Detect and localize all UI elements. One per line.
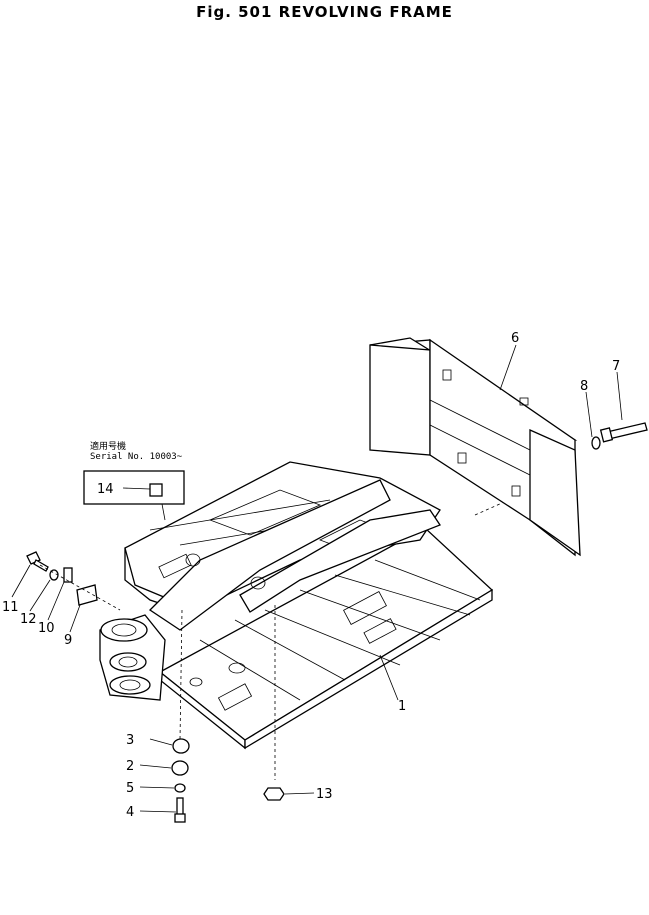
cap-3 (172, 738, 190, 754)
revolving-frame (99, 461, 521, 780)
callout-8: 8 (580, 379, 588, 394)
frame-base-side (244, 588, 493, 750)
counterweight-face (369, 339, 431, 456)
callout-1: 1 (398, 699, 406, 714)
leader-lines (11, 344, 623, 813)
cap-2 (171, 760, 189, 776)
callout-14: 14 (97, 482, 114, 497)
bolt-4 (174, 797, 186, 823)
callout-4: 4 (126, 805, 134, 820)
counterweight (369, 337, 581, 557)
callout-13: 13 (316, 787, 333, 802)
plug-14 (149, 483, 163, 497)
counterweight-end (529, 428, 581, 557)
washer-8 (591, 436, 601, 450)
serial-note: 適用号機 Serial No. 10003~ (90, 442, 182, 462)
callout-3: 3 (126, 733, 134, 748)
callout-5: 5 (126, 781, 134, 796)
bolt-7 (599, 422, 648, 443)
serial-note-jp: 適用号機 (90, 442, 127, 452)
frame-side-arm (239, 509, 441, 613)
callout-12: 12 (20, 612, 37, 627)
nut-13 (263, 787, 285, 801)
figure-title: Fig. 501 REVOLVING FRAME (196, 3, 453, 21)
plate-9 (76, 584, 98, 606)
serial-note-en: Serial No. 10003~ (90, 452, 183, 462)
callout-2: 2 (126, 759, 134, 774)
washer-5 (174, 783, 186, 793)
serial-box (83, 470, 185, 505)
callout-6: 6 (511, 331, 519, 346)
lock-plate-10 (63, 567, 73, 583)
callout-11: 11 (2, 600, 19, 615)
bolt-11 (26, 551, 49, 572)
callout-9: 9 (64, 633, 72, 648)
callout-10: 10 (38, 621, 55, 636)
callout-7: 7 (612, 359, 620, 374)
